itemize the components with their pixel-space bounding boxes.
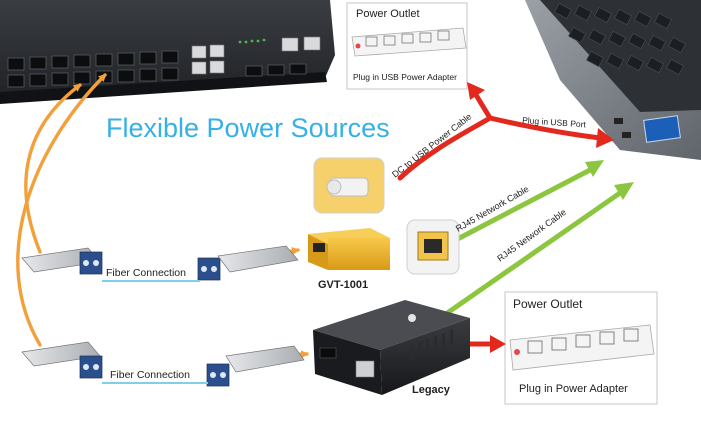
network-switch bbox=[0, 0, 335, 104]
device-legacy-label: Legacy bbox=[412, 384, 451, 396]
red-power-arrows bbox=[397, 82, 614, 353]
power-outlet-bottom bbox=[504, 291, 658, 405]
rj45-port-inset bbox=[406, 219, 460, 275]
gvt-1001-device bbox=[308, 228, 390, 270]
diagram-heading: Flexible Power Sources bbox=[106, 113, 390, 143]
sfp-module-upper-left bbox=[21, 247, 103, 275]
sfp-module-upper-right bbox=[197, 245, 299, 281]
label-dc-to-usb: DC to USB Power Cable bbox=[390, 111, 473, 179]
sfp-module-lower-right bbox=[206, 345, 305, 387]
green-network-arrows bbox=[437, 160, 634, 321]
device-gvt-label: GVT-1001 bbox=[318, 279, 368, 291]
legacy-device bbox=[313, 300, 470, 395]
label-fiber-lower: Fiber Connection bbox=[110, 369, 190, 381]
sfp-module-lower-left bbox=[21, 341, 103, 379]
outlet-bottom-caption: Plug in Power Adapter bbox=[519, 383, 628, 395]
outlet-top-caption: Plug in USB Power Adapter bbox=[353, 72, 457, 82]
power-outlet-top bbox=[346, 2, 468, 90]
dc-usb-cable-inset bbox=[313, 157, 385, 214]
outlet-bottom-title: Power Outlet bbox=[513, 297, 583, 311]
outlet-top-title: Power Outlet bbox=[356, 8, 420, 20]
laptop bbox=[525, 0, 701, 160]
label-fiber-upper: Fiber Connection bbox=[106, 267, 186, 279]
switch-rj45-ports bbox=[191, 36, 321, 75]
label-usb-port: Plug in USB Port bbox=[522, 115, 587, 129]
laptop-sticker bbox=[643, 115, 681, 143]
